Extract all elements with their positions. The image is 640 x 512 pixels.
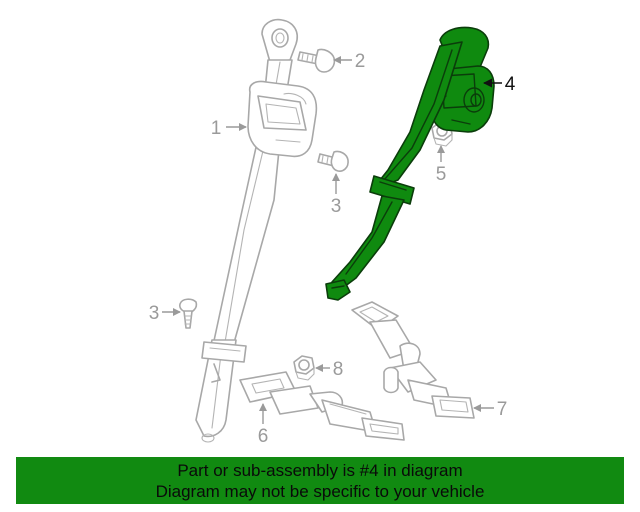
part-4-seat-belt-assembly-highlighted xyxy=(325,26,495,301)
part-6-buckle-assembly xyxy=(239,371,405,441)
part-3-bolt-lower xyxy=(179,298,198,329)
callout-3-upper: 3 xyxy=(331,196,342,217)
seat-belt-parts-diagram: 1 2 3 3 4 5 6 7 8 xyxy=(149,18,516,447)
part-2-bolt xyxy=(297,48,336,73)
part-8-nut xyxy=(293,355,315,381)
callout-2: 2 xyxy=(355,51,366,72)
part-3-bolt-upper xyxy=(317,150,349,172)
footer-line-2: Diagram may not be specific to your vehi… xyxy=(155,482,485,501)
callout-4: 4 xyxy=(505,74,516,95)
callout-1: 1 xyxy=(211,118,222,139)
footer-banner: Part or sub-assembly is #4 in diagram Di… xyxy=(16,457,624,504)
part-1-seat-belt-assembly xyxy=(195,18,318,443)
callout-3-lower: 3 xyxy=(149,303,160,324)
part-7-buckle-assembly xyxy=(351,301,475,419)
footer-line-1: Part or sub-assembly is #4 in diagram xyxy=(177,461,463,480)
callout-7: 7 xyxy=(497,399,508,420)
callout-6: 6 xyxy=(258,426,269,447)
callout-8: 8 xyxy=(333,359,344,380)
callout-5: 5 xyxy=(436,164,447,185)
